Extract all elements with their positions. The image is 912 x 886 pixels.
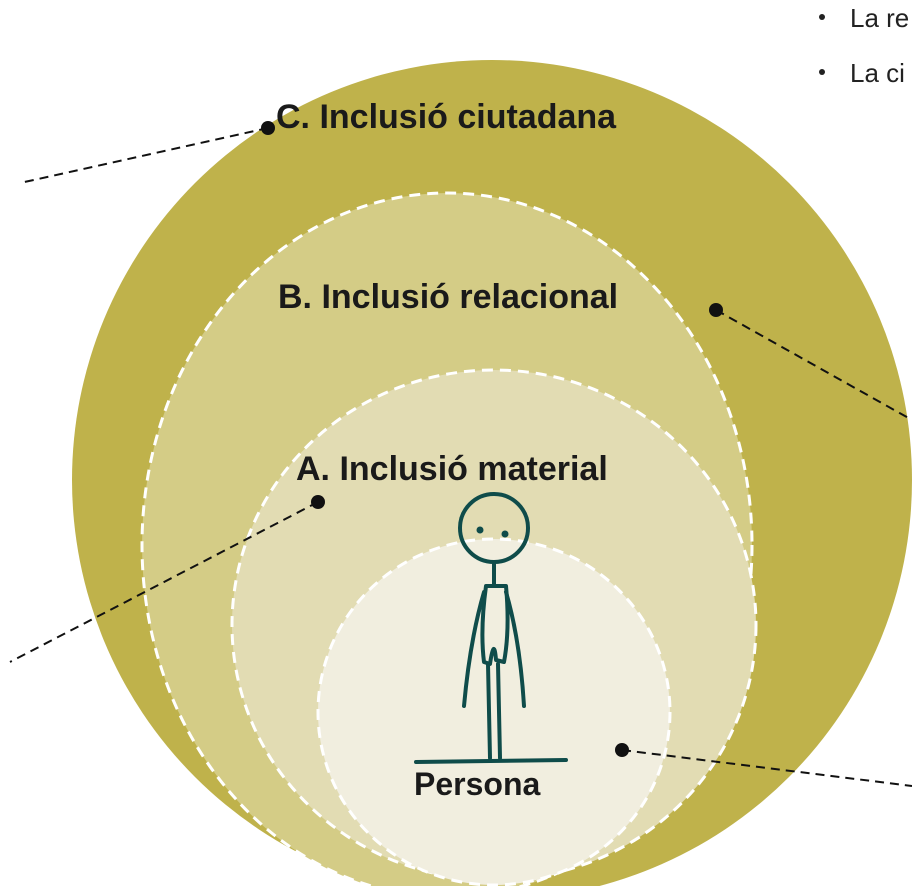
label-material-inclusion: A. Inclusió material: [296, 450, 608, 488]
bullet-text-1: La re: [850, 3, 909, 33]
bullet-dot-2: [819, 69, 825, 75]
connector-material: [9, 501, 319, 663]
label-citizen-inclusion: C. Inclusió ciutadana: [276, 98, 617, 136]
connector-relational: [715, 309, 912, 421]
label-relational-inclusion: B. Inclusió relacional: [278, 278, 618, 316]
bullet-text-2: La ci: [850, 58, 905, 88]
person-figure-icon: [414, 492, 568, 764]
persona-circle: [316, 537, 672, 886]
connector-persona: [621, 749, 912, 787]
bullet-dot-1: [819, 14, 825, 20]
dot-relational: [709, 303, 723, 317]
dot-material: [311, 495, 325, 509]
dot-citizen: [261, 121, 275, 135]
dot-persona: [615, 743, 629, 757]
label-persona: Persona: [414, 766, 540, 802]
connector-citizen: [19, 127, 269, 184]
